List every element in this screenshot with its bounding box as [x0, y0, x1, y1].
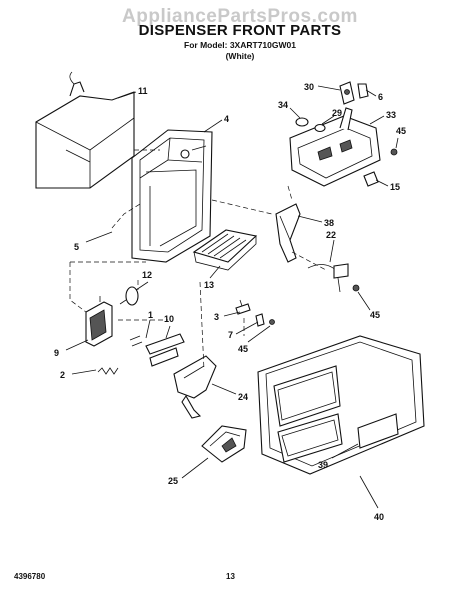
leader-lines [65, 85, 399, 509]
callout-15: 15 [390, 182, 400, 192]
callout-11: 11 [138, 86, 148, 96]
part-45a-screw [390, 148, 398, 156]
part-39-decal [357, 413, 399, 449]
part-15-plug [363, 171, 379, 187]
callout-45-low: 45 [238, 344, 248, 354]
callout-24: 24 [238, 392, 248, 402]
callout-29: 29 [332, 108, 342, 118]
watermark: AppliancePartsPros.com [122, 6, 358, 27]
callout-7: 7 [228, 330, 233, 340]
part-4-housing [131, 129, 213, 263]
callout-39: 39 [318, 460, 328, 470]
callout-22: 22 [326, 230, 336, 240]
part-25-chute [201, 425, 247, 463]
callout-5: 5 [74, 242, 79, 252]
callout-13: 13 [204, 280, 214, 290]
part-9-switch-block [85, 296, 113, 347]
page-title: DISPENSER FRONT PARTS [138, 22, 342, 39]
part-13-drip-tray [192, 229, 258, 271]
callout-10: 10 [164, 314, 174, 324]
callout-3: 3 [214, 312, 219, 322]
part-11-insulation [35, 71, 135, 189]
part-45b-screw [352, 284, 360, 292]
callout-45-top: 45 [396, 126, 406, 136]
part-24-lever-arm [173, 355, 217, 419]
callout-38: 38 [324, 218, 334, 228]
document-number: 4396780 [14, 572, 46, 581]
callout-9: 9 [54, 348, 59, 358]
model-line: For Model: 3XART710GW01 [184, 40, 296, 50]
part-1-spring [129, 335, 143, 347]
callout-33: 33 [386, 110, 396, 120]
callout-45-mid: 45 [370, 310, 380, 320]
assembly-lines [69, 149, 327, 371]
callout-4: 4 [224, 114, 229, 124]
part-29-light [314, 123, 326, 133]
callout-30: 30 [304, 82, 314, 92]
callout-6: 6 [378, 92, 383, 102]
part-3-pin [235, 299, 251, 315]
part-45c-screw [269, 319, 275, 325]
part-10-link [145, 333, 185, 367]
callout-34: 34 [278, 100, 288, 110]
part-12-solenoid [119, 286, 139, 306]
callout-labels: 11 4 30 6 34 29 33 45 15 5 38 22 12 13 4… [54, 82, 406, 522]
part-22-harness [307, 263, 349, 293]
part-30-switch [339, 81, 355, 105]
callout-1: 1 [148, 310, 153, 320]
part-7-clip [255, 313, 265, 327]
part-34-knob [295, 117, 309, 127]
part-38-actuator [275, 203, 301, 263]
callout-12: 12 [142, 270, 152, 280]
callout-25: 25 [168, 476, 178, 486]
part-33-control-panel [289, 107, 381, 187]
callout-2: 2 [60, 370, 65, 380]
color-line: (White) [225, 51, 255, 61]
callout-40: 40 [374, 512, 384, 522]
part-6-bracket [357, 83, 369, 99]
part-2-spring [97, 367, 119, 375]
page-number: 13 [226, 572, 235, 581]
